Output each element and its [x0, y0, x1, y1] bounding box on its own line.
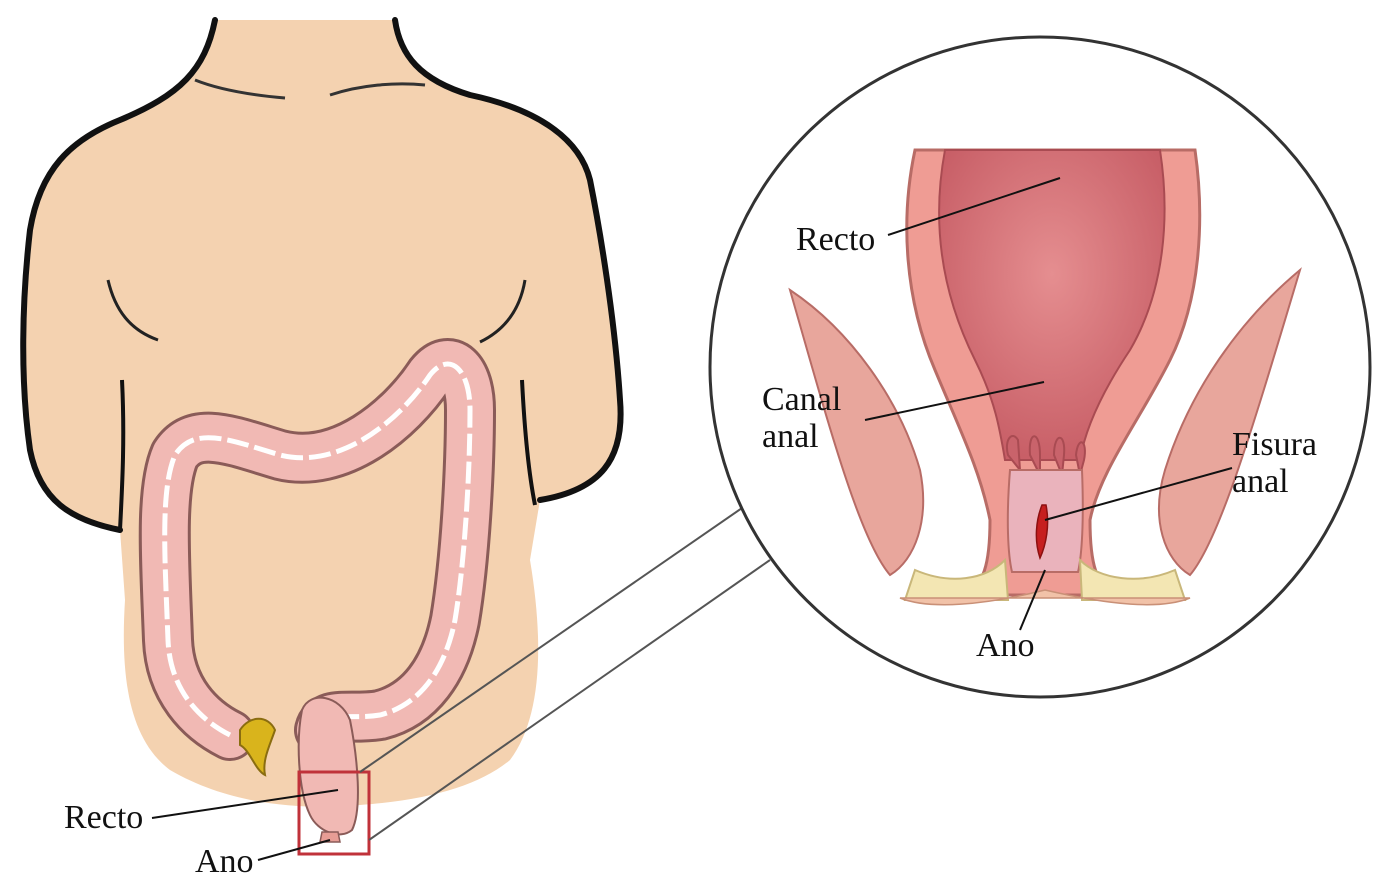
detail-view: Recto Canal anal Fisura anal Ano [710, 37, 1370, 697]
label-anus-detail: Ano [976, 627, 1035, 664]
torso-skin [23, 20, 620, 807]
label-fissure-1: Fisura [1232, 426, 1317, 463]
leader-anus-body [258, 840, 330, 860]
label-rectum-body: Recto [64, 799, 143, 836]
label-anus-body: Ano [195, 843, 254, 878]
label-anal-canal-2: anal [762, 418, 819, 455]
label-fissure-2: anal [1232, 463, 1289, 500]
rectum-body [299, 698, 358, 835]
label-rectum-detail: Recto [796, 221, 875, 258]
torso [23, 20, 620, 807]
label-anal-canal-1: Canal [762, 381, 841, 418]
